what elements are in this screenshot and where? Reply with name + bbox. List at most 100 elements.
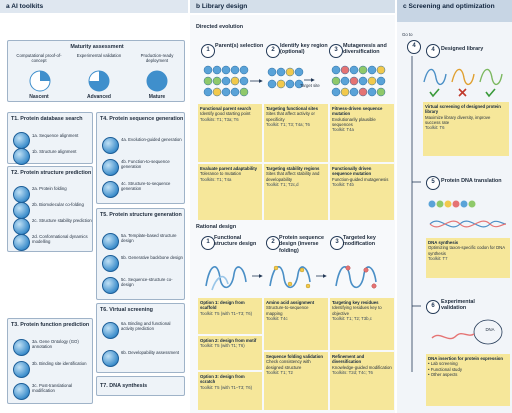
rd-option-1-toolkit: Toolkit: T5 (with T1–T3; T6) bbox=[200, 310, 253, 316]
t1b-icon bbox=[13, 148, 30, 165]
panel-b-header: b Library design bbox=[190, 0, 395, 13]
t5b-label: 5b. Generative backbone design bbox=[121, 255, 183, 260]
library-protein-icon-1 bbox=[423, 68, 447, 85]
de-cell-5-toolkit: Toolkit: T1; T2c,d bbox=[266, 182, 299, 188]
check-icon bbox=[429, 88, 440, 98]
directed-evolution-grid: Functional parent search Identify good s… bbox=[198, 104, 394, 220]
t2a-icon bbox=[13, 186, 30, 203]
de-cell-2: Targeting functional sites Sites that af… bbox=[264, 104, 328, 162]
dna-label: DNA bbox=[485, 327, 495, 332]
de-cell-5: Targeting stability regions Sites that a… bbox=[264, 164, 328, 220]
step-5-title: Protein DNA translation bbox=[441, 178, 502, 184]
rational-design-title: Rational design bbox=[196, 224, 237, 230]
goto-number: 4 bbox=[407, 40, 421, 54]
rd-col2-cell-1-desc: Structure-to-sequence mapping bbox=[266, 305, 309, 316]
t3a-label: 3a. Gene Ontology (GO) annotation bbox=[32, 339, 79, 350]
step-4-title: Designed library bbox=[441, 46, 484, 52]
step-5-desc: Optimizing taxon-specific codon for DNA … bbox=[428, 245, 505, 256]
rd-option-3-title: Option 3: design from scratch bbox=[200, 374, 245, 385]
t4a-label: 4a. Evolution-guided generation bbox=[121, 137, 182, 142]
rd-option-2-title: Option 2: design from motif bbox=[200, 338, 257, 343]
rd-col2-cell-2-title: Sequence folding validation bbox=[266, 354, 324, 359]
flow-connector-arrows bbox=[411, 56, 421, 372]
de-cell-3: Fitness-driven sequence mutation Evoluti… bbox=[330, 104, 394, 162]
rd-col3-cell-1: Targeting key residues Identifying resid… bbox=[330, 298, 394, 350]
de-cell-1: Functional parent search Identify good s… bbox=[198, 104, 262, 162]
t1b-label: 1b. Structure alignment bbox=[32, 149, 77, 154]
maturity-assessment-box: Maturity assessment Computational proof-… bbox=[7, 40, 185, 102]
rd-col2-cell-2-toolkit: Toolkit: T1; T2 bbox=[266, 370, 293, 376]
de-step-1-label: Parent(s) selection bbox=[215, 43, 264, 49]
rd-col3-cell-2: Refinement and diversification Knowledge… bbox=[330, 352, 394, 410]
t6b-icon bbox=[102, 350, 119, 367]
nascent-label: Nascent bbox=[29, 94, 49, 100]
step-4-desc: Maximize library diversity, improve succ… bbox=[425, 114, 491, 126]
toolkit-t4: T4. Protein sequence generation 4a. Evol… bbox=[96, 112, 185, 204]
rd-col2-cell-2-desc: Check consistency with designed structur… bbox=[266, 359, 311, 370]
insert-strand-icon bbox=[431, 333, 475, 340]
t6a-label: 6a. Binding and functional activity pred… bbox=[121, 321, 171, 332]
mutagenesis-circles bbox=[331, 65, 386, 97]
t3b-icon bbox=[13, 361, 30, 378]
step-6-number: 6 bbox=[426, 300, 440, 314]
target-site-label: Target site bbox=[300, 83, 320, 88]
t4b-icon bbox=[102, 159, 119, 176]
toolkit-t1: T1. Protein database search 1a. Sequence… bbox=[7, 112, 93, 165]
rd-step-3-number: 3 bbox=[330, 236, 344, 250]
rd-step-1-number: 1 bbox=[201, 236, 215, 250]
t6-title: T6. Virtual screening bbox=[100, 307, 153, 313]
t3c-label: 3c. Post-translational modification bbox=[32, 383, 73, 394]
step-5-number: 5 bbox=[426, 176, 440, 190]
rd-option-3-toolkit: Toolkit: T5 (with T1–T3; T6) bbox=[200, 384, 253, 390]
de-cell-5-desc: Sites that affect stability and developa… bbox=[266, 171, 320, 182]
de-cell-6: Functionally driven sequence mutation Fu… bbox=[330, 164, 394, 220]
rd-col3-cell-1-title: Targeting key residues bbox=[332, 300, 379, 305]
rational-design-illustration bbox=[205, 265, 377, 291]
maturity-label-2: Experimental validation bbox=[76, 53, 122, 58]
rd-step-1-label: Functional structure design bbox=[214, 235, 257, 248]
rd-col2-cell-1-toolkit: Toolkit: T4c bbox=[266, 316, 288, 322]
rational-design-grid: Option 1: design from scaffold Toolkit: … bbox=[198, 298, 394, 410]
designed-library-illustration bbox=[423, 68, 503, 98]
de-cell-5-title: Targeting stability regions bbox=[266, 166, 320, 171]
de-cell-6-title: Functionally driven sequence mutation bbox=[332, 166, 372, 177]
t6b-label: 6b. Developability assessment bbox=[121, 350, 180, 355]
toolkit-t2: T2. Protein structure prediction 2a. Pro… bbox=[7, 166, 93, 252]
dna-helix-icon bbox=[429, 220, 507, 228]
advanced-label: Advanced bbox=[87, 94, 111, 100]
de-cell-4: Evaluate parent adaptability Tolerance t… bbox=[198, 164, 262, 220]
library-protein-icon-2 bbox=[451, 68, 475, 85]
rd-option-2-toolkit: Toolkit: T5 (with T1; T6) bbox=[200, 343, 245, 349]
t3a-icon bbox=[13, 339, 30, 356]
de-cell-2-toolkit: Toolkit: T1; T3; T4a; T6 bbox=[266, 122, 310, 128]
step-4-subtitle: Virtual screening of designed protein li… bbox=[425, 104, 501, 115]
t2b-label: 2b. Biomolecular co-folding bbox=[32, 202, 84, 207]
t2d-label: 2d. Conformational dynamics modelling bbox=[32, 234, 88, 245]
check-icon-2 bbox=[485, 88, 496, 98]
step-5-toolkit: Toolkit: T7 bbox=[428, 256, 448, 262]
maturity-label-1: Computational proof-of-concept bbox=[16, 53, 62, 64]
dna-translation-illustration bbox=[428, 200, 507, 228]
t2c-label: 2c. Structure stability prediction bbox=[32, 218, 92, 223]
t4a-icon bbox=[102, 137, 119, 154]
t5c-icon bbox=[102, 277, 119, 294]
t5-title: T5. Protein structure generation bbox=[100, 212, 182, 218]
t4b-label: 4b. Function-to-sequence generation bbox=[121, 159, 170, 170]
t3c-icon bbox=[13, 383, 30, 400]
toolkit-t5: T5. Protein structure generation 5a. Tem… bbox=[96, 208, 185, 300]
step-6-bullet-1: • Lab screening bbox=[428, 361, 458, 367]
toolkit-t6: T6. Virtual screening 6a. Binding and fu… bbox=[96, 303, 185, 373]
rd-col3-cell-2-title: Refinement and diversification bbox=[332, 354, 365, 365]
t2c-icon bbox=[13, 218, 30, 235]
mature-pie-icon bbox=[146, 70, 168, 92]
step-6-subtitle: DNA insertion for protein expression bbox=[428, 356, 504, 361]
step-5-subtitle: DNA synthesis bbox=[428, 240, 459, 245]
de-cell-6-toolkit: Toolkit: T4b bbox=[332, 182, 354, 188]
toolkit-t7: T7. DNA synthesis bbox=[96, 376, 185, 396]
rd-col3-cell-2-toolkit: Toolkits: T2d; T4c; T6 bbox=[332, 370, 373, 376]
rd-col3-cell-2-desc: Knowledge-guided modification bbox=[332, 364, 392, 370]
t6a-icon bbox=[102, 322, 119, 339]
nascent-pie-icon bbox=[29, 70, 51, 92]
rd-option-1: Option 1: design from scaffold Toolkit: … bbox=[198, 298, 262, 334]
